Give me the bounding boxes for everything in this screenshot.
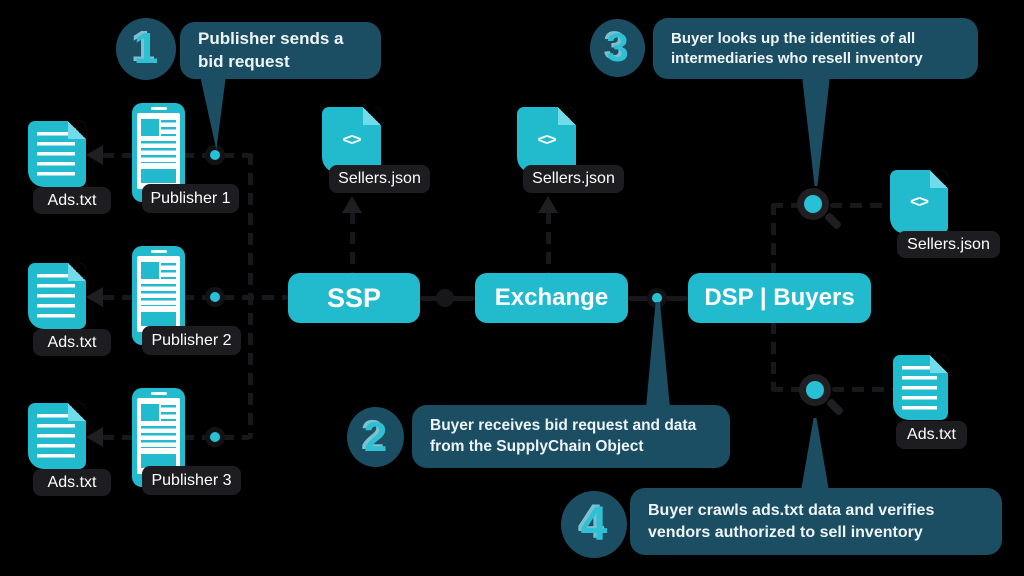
arrow-up-exchange-sellersjson-icon bbox=[538, 196, 558, 213]
arrow-to-adstxt-2-icon bbox=[86, 287, 103, 307]
arrow-to-adstxt-3-icon bbox=[86, 427, 103, 447]
ads-txt-document-icon bbox=[28, 263, 86, 329]
phone-screen bbox=[137, 113, 180, 189]
publisher-2-label: Publisher 2 bbox=[142, 326, 241, 355]
page-fold bbox=[68, 121, 86, 139]
exchange-sellersjson-line bbox=[546, 212, 551, 273]
junction-dot-ssp-exchange bbox=[436, 289, 454, 307]
code-glyph: <> bbox=[910, 192, 929, 211]
sellers-json-document-icon: <> bbox=[517, 107, 576, 173]
step-4-badge: 4 bbox=[561, 491, 627, 558]
connector-publisher2-line bbox=[102, 295, 288, 300]
step-3-badge: 3 bbox=[590, 19, 645, 77]
publisher-1-label: Publisher 1 bbox=[142, 184, 239, 213]
step-1-callout: Publisher sends a bid request bbox=[180, 22, 381, 79]
callout1-tail bbox=[200, 76, 226, 150]
dsp-magnifier2-line-left bbox=[771, 387, 801, 392]
step-3-number: 3 bbox=[606, 25, 629, 70]
publisher-phone-icon bbox=[132, 103, 185, 202]
arrow-up-ssp-sellersjson-icon bbox=[342, 196, 362, 213]
phone-notch bbox=[150, 107, 167, 110]
ads-txt-document-icon bbox=[28, 403, 86, 469]
dsp-bottom-line bbox=[771, 322, 776, 392]
ads-txt-label: Ads.txt bbox=[33, 187, 111, 214]
ssp-sellersjson-line bbox=[350, 212, 355, 273]
junction-dot-row1 bbox=[205, 145, 225, 165]
publishers-trunk-line bbox=[248, 153, 253, 439]
dsp-magnifier1-line-right bbox=[830, 203, 890, 208]
junction-dot-exchange-dsp bbox=[647, 288, 667, 308]
junction-dot-row3 bbox=[205, 427, 225, 447]
callout2-tail bbox=[646, 302, 670, 408]
step-4-number: 4 bbox=[580, 498, 608, 551]
magnifier-icon bbox=[799, 374, 845, 417]
dsp-top-line bbox=[771, 203, 776, 273]
dsp-buyers-node: DSP | Buyers bbox=[688, 273, 871, 323]
callout4-tail bbox=[801, 418, 829, 491]
ads-txt-label: Ads.txt bbox=[33, 469, 111, 496]
magnifier-icon bbox=[797, 188, 843, 231]
exchange-node: Exchange bbox=[475, 273, 628, 323]
step-1-badge: 1 bbox=[116, 18, 176, 80]
step-2-number: 2 bbox=[363, 413, 388, 460]
sellers-json-label: Sellers.json bbox=[523, 165, 624, 193]
sellers-json-document-icon: <> bbox=[322, 107, 381, 173]
sellers-json-document-icon: <> bbox=[890, 170, 948, 234]
callout3-tail bbox=[802, 76, 830, 186]
junction-dot-row2 bbox=[205, 287, 225, 307]
ads-txt-document-icon bbox=[893, 355, 948, 420]
ads-txt-label: Ads.txt bbox=[33, 329, 111, 356]
ads-txt-document-icon bbox=[28, 121, 86, 187]
step-3-callout: Buyer looks up the identities of all int… bbox=[653, 18, 978, 79]
step-2-callout: Buyer receives bid request and data from… bbox=[412, 405, 730, 468]
arrow-to-adstxt-1-icon bbox=[86, 145, 103, 165]
sellers-json-label: Sellers.json bbox=[897, 231, 1000, 258]
ssp-node: SSP bbox=[288, 273, 420, 323]
step-2-badge: 2 bbox=[347, 407, 404, 467]
dsp-magnifier2-line-right bbox=[832, 387, 893, 392]
sellers-json-label: Sellers.json bbox=[329, 165, 430, 193]
publisher-3-label: Publisher 3 bbox=[142, 466, 241, 495]
dsp-magnifier1-line-left bbox=[771, 203, 799, 208]
ads-txt-label: Ads.txt bbox=[896, 421, 967, 449]
code-glyph: <> bbox=[342, 130, 362, 149]
step-1-number: 1 bbox=[133, 24, 159, 73]
code-glyph: <> bbox=[537, 130, 557, 149]
publisher-phone-icon bbox=[132, 388, 185, 487]
step-4-callout: Buyer crawls ads.txt data and verifies v… bbox=[630, 488, 1002, 555]
document-lines bbox=[37, 132, 75, 176]
